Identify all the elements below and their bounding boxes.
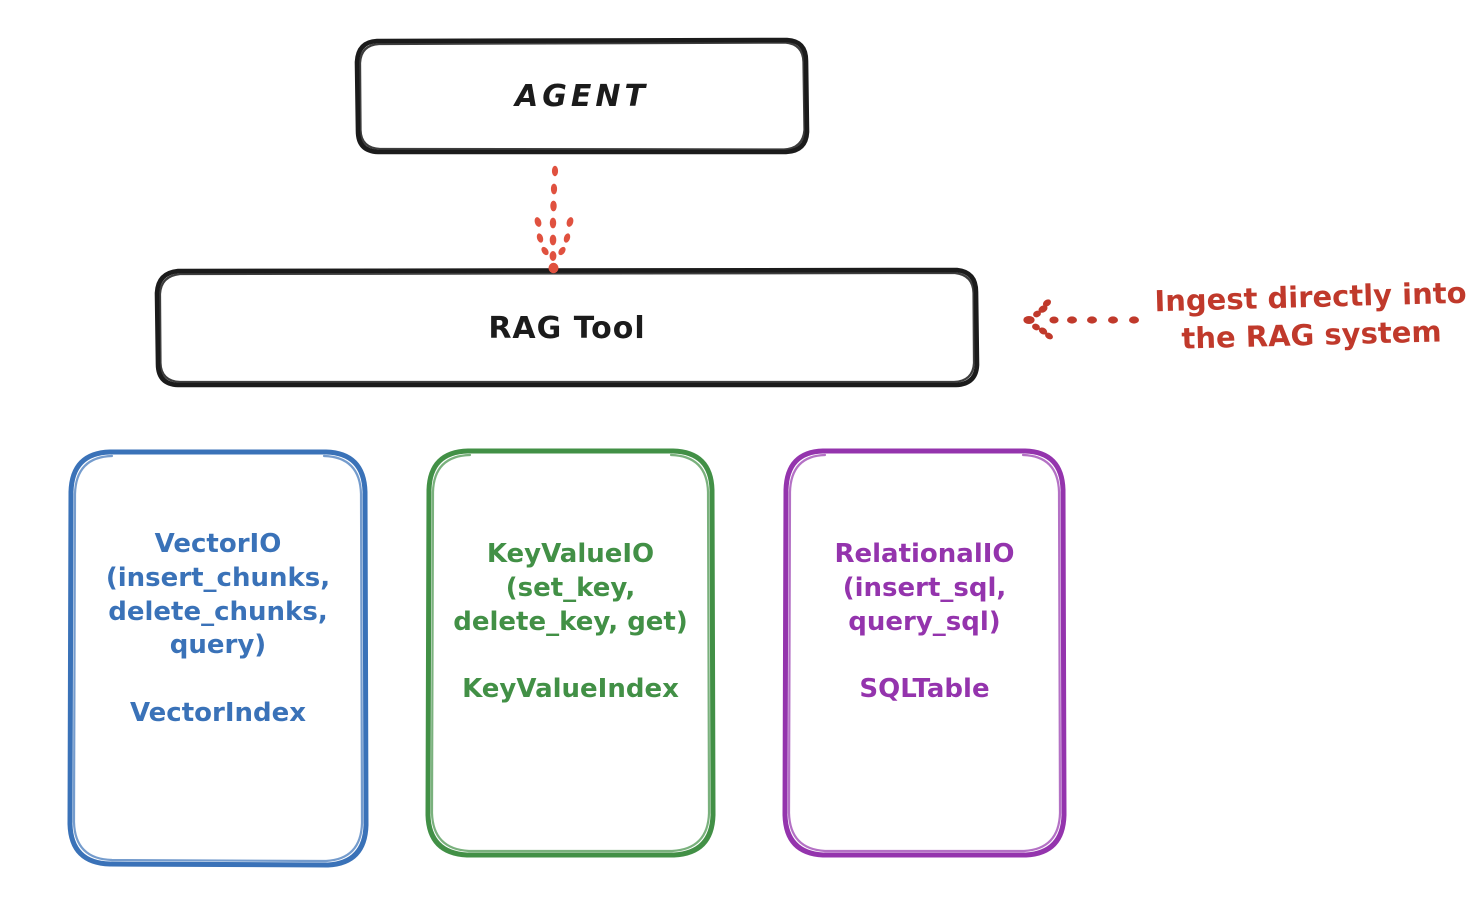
rag-tool-label: RAG Tool (488, 310, 646, 346)
agent-node[interactable]: AGENT (357, 40, 807, 153)
keyvalueio-text-group: KeyValueIO (set_key, delete_key, get) Ke… (428, 538, 713, 707)
agent-box-outline (354, 37, 810, 155)
vectorio-node[interactable]: VectorIO (insert_chunks, delete_chunks, … (70, 450, 366, 865)
keyvalueio-index-label: KeyValueIndex (462, 674, 679, 705)
ingest-annotation: Ingest directly into the RAG system (1153, 275, 1467, 356)
vectorio-text-group: VectorIO (insert_chunks, delete_chunks, … (70, 528, 366, 731)
ingest-pointer-arrow (1023, 299, 1139, 340)
rag-tool-node[interactable]: RAG Tool (157, 270, 977, 386)
vectorio-api-label: VectorIO (insert_chunks, delete_chunks, … (105, 529, 331, 661)
agent-label: AGENT (515, 79, 649, 114)
rag-tool-box-outline (154, 267, 980, 388)
relationalio-api-label: RelationalIO (insert_sql, query_sql) (834, 539, 1015, 637)
keyvalueio-box-outline (425, 448, 716, 858)
keyvalueio-node[interactable]: KeyValueIO (set_key, delete_key, get) Ke… (428, 450, 713, 855)
keyvalueio-api-label: KeyValueIO (set_key, delete_key, get) (453, 539, 688, 637)
vectorio-index-label: VectorIndex (129, 698, 307, 729)
relationalio-index-label: SQLTable (859, 674, 990, 705)
relationalio-text-group: RelationalIO (insert_sql, query_sql) SQL… (785, 538, 1064, 707)
vectorio-box-outline (67, 449, 369, 868)
relationalio-node[interactable]: RelationalIO (insert_sql, query_sql) SQL… (785, 450, 1064, 855)
agent-to-rag-arrow (534, 165, 574, 274)
relationalio-box-outline (782, 448, 1067, 858)
